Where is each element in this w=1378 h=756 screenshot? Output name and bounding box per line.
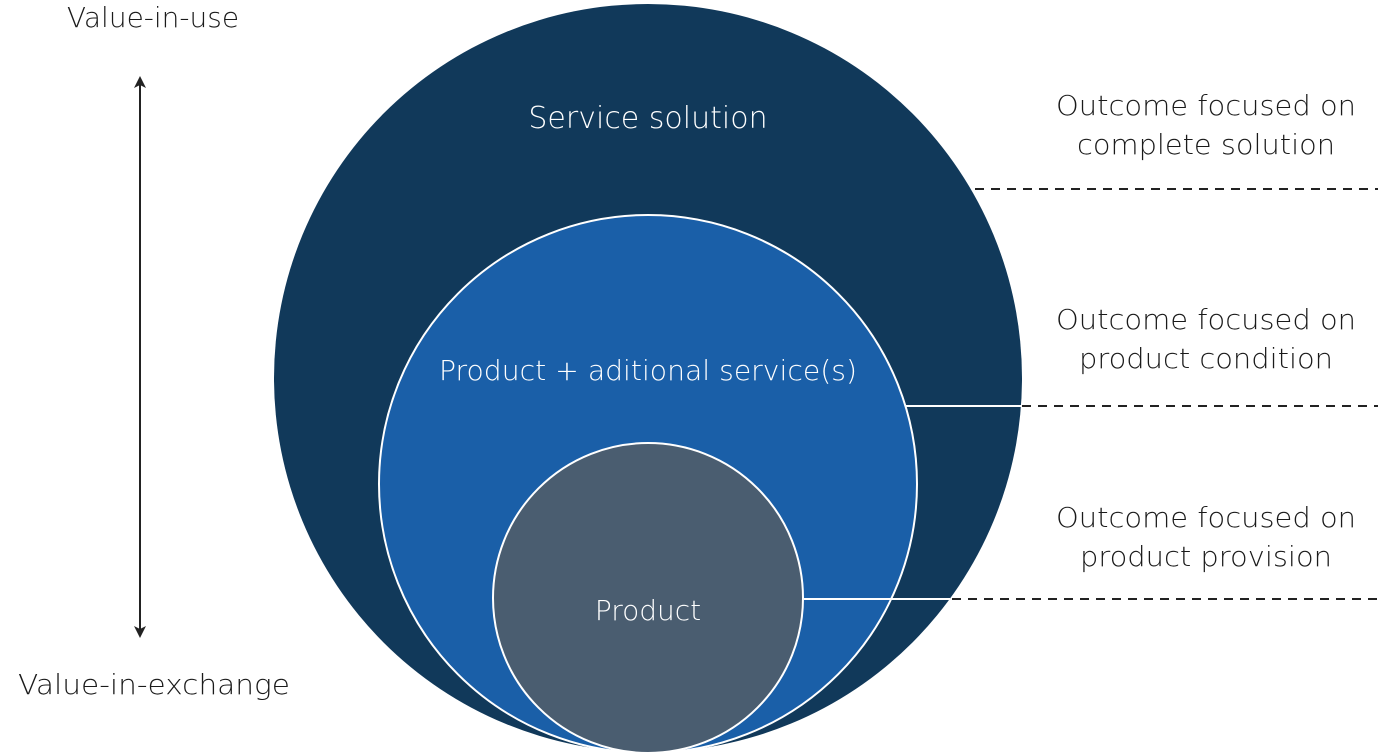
service-solution-label: Service solution xyxy=(528,101,767,136)
outcome-solution-line2: complete solution xyxy=(1077,128,1335,161)
product-plus-services-label: Product + aditional service(s) xyxy=(439,354,857,387)
product-circle xyxy=(492,442,804,754)
outcome-condition-line1: Outcome focused on xyxy=(1056,303,1356,336)
outcome-provision-line1: Outcome focused on xyxy=(1056,501,1356,534)
value-in-exchange-label: Value-in-exchange xyxy=(18,668,290,701)
outcome-condition-line2: product condition xyxy=(1079,342,1333,375)
outcome-provision-line2: product provision xyxy=(1080,540,1332,573)
outcome-solution-line1: Outcome focused on xyxy=(1056,89,1356,122)
product-label: Product xyxy=(595,594,701,627)
value-in-use-label: Value-in-use xyxy=(67,1,239,34)
